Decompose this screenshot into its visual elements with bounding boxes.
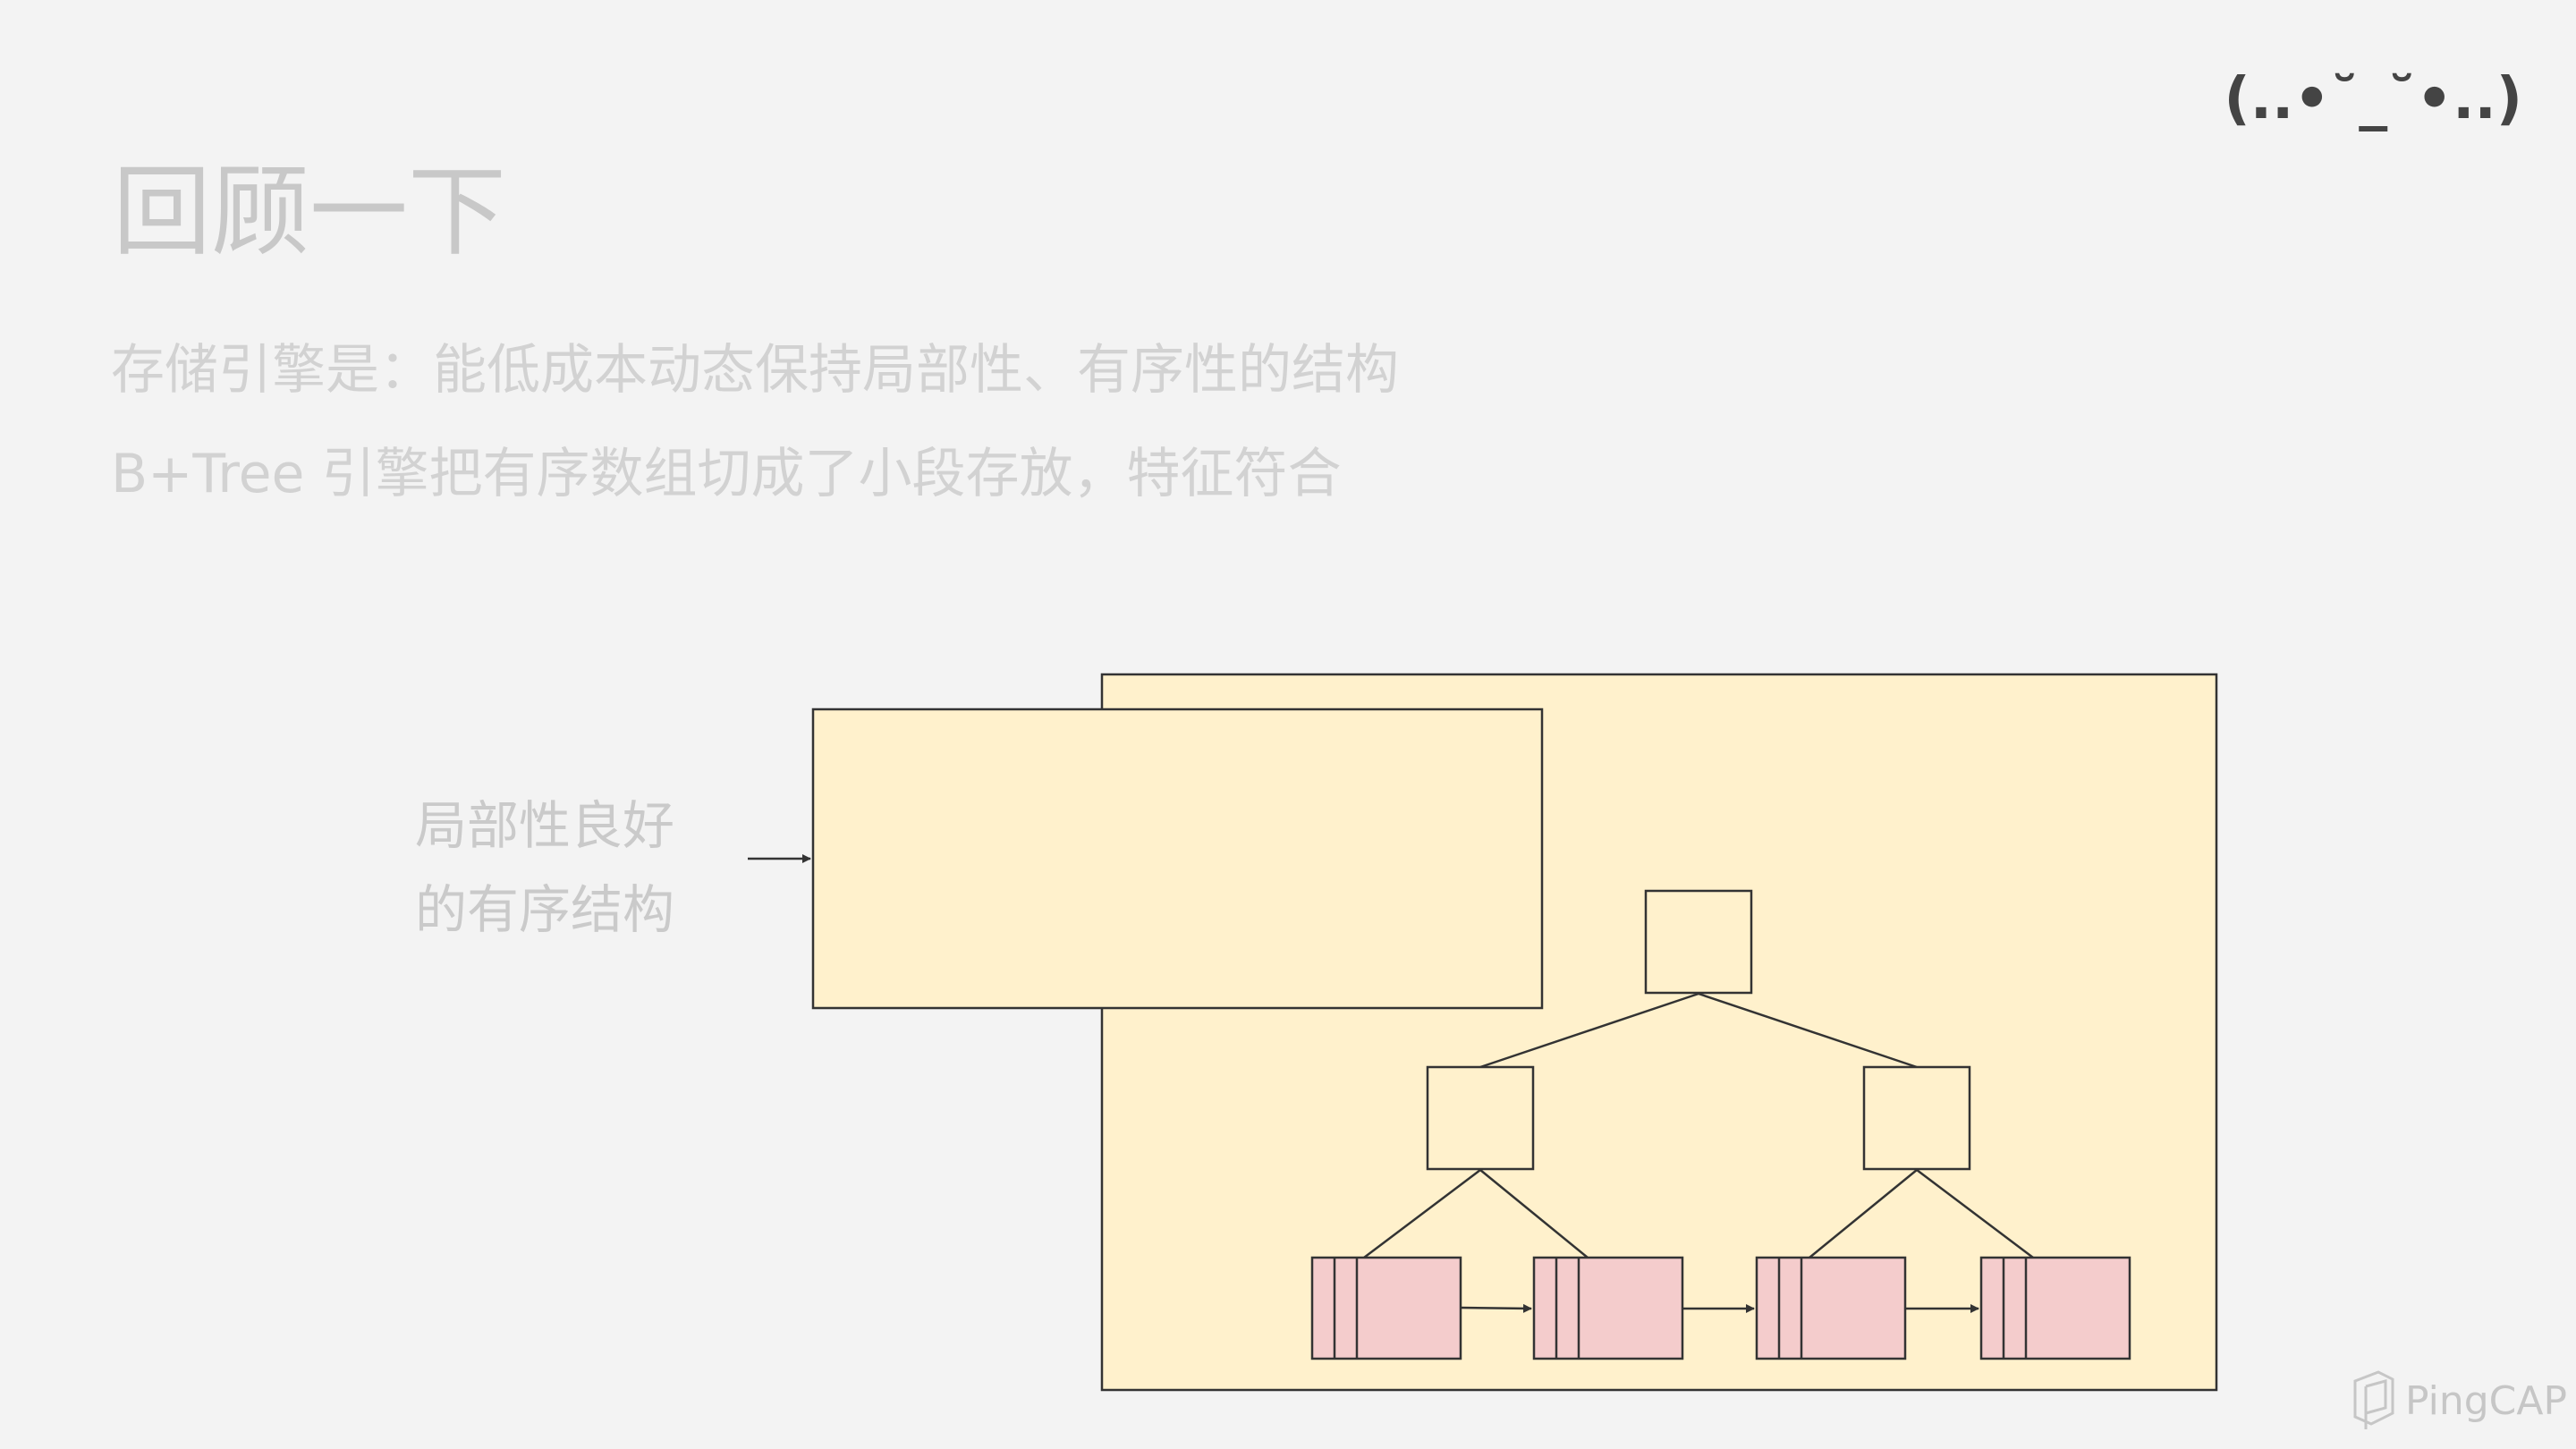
root-node bbox=[1644, 889, 1753, 995]
body-line-1: 存储引擎是：能低成本动态保持局部性、有序性的结构 bbox=[111, 339, 1399, 402]
internal-node-left bbox=[1426, 1065, 1535, 1171]
inner-panel bbox=[811, 708, 1544, 1010]
tree-edges bbox=[1363, 992, 2034, 1258]
leaf-node-3 bbox=[1755, 1256, 1907, 1360]
kaomoji: (..•˘_˘•..) bbox=[2224, 66, 2522, 132]
leaf-node-4 bbox=[1979, 1256, 2131, 1360]
leaf-node-1 bbox=[1310, 1256, 1462, 1360]
internal-node-right bbox=[1862, 1065, 1971, 1171]
leaf-node-2 bbox=[1532, 1256, 1684, 1360]
diagram-label: 局部性良好 的有序结构 bbox=[415, 784, 719, 952]
leaf-link-1 bbox=[1460, 1303, 1532, 1313]
page-title: 回顾一下 bbox=[113, 155, 506, 269]
diagram-label-line-2: 的有序结构 bbox=[415, 879, 675, 940]
logo-text: PingCAP bbox=[2405, 1377, 2567, 1424]
diagram-label-line-1: 局部性良好 bbox=[415, 795, 675, 856]
pingcap-logo-icon bbox=[2353, 1370, 2394, 1429]
body-line-2: B+Tree 引擎把有序数组切成了小段存放，特征符合 bbox=[111, 443, 1342, 505]
pingcap-logo: PingCAP bbox=[2351, 1368, 2567, 1433]
